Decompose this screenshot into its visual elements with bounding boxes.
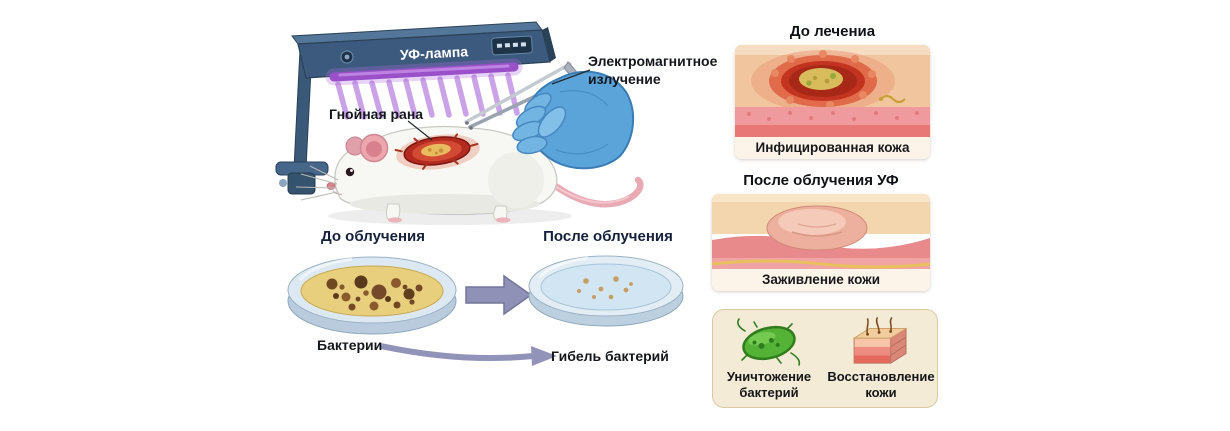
petri-dish-before <box>287 256 457 335</box>
transform-arrow <box>465 274 533 316</box>
skin-block-icon <box>852 317 908 365</box>
mouse-whiskers <box>295 165 339 201</box>
bacterium-icon <box>737 318 801 366</box>
petri-after-title: После облучения <box>543 228 673 245</box>
lamp-stand <box>275 49 329 195</box>
petri-dish-after <box>528 255 684 327</box>
legend-skin-label: Восстановление кожи <box>827 369 935 401</box>
lamp-grille <box>491 35 533 56</box>
fat-layer-line <box>712 259 930 269</box>
pus-center <box>799 68 843 90</box>
surviving-colonies <box>577 276 633 300</box>
skin-after-title: После облучения УФ <box>743 172 899 189</box>
skin-before-panel: Инфицированная кожа <box>735 45 930 159</box>
mouse-head <box>295 133 389 201</box>
dermis-texture <box>747 111 919 121</box>
parasite-squiggle <box>880 95 906 103</box>
gloved-hand <box>512 70 635 170</box>
bacteria-death-arrow <box>380 343 557 366</box>
mouse-eye <box>345 167 355 177</box>
pointer-lines <box>407 69 591 141</box>
legend-bacteria: Уничтожение бактерий <box>713 317 825 407</box>
inflammation-bumps <box>771 50 876 109</box>
healing-skin-illustration <box>712 194 930 271</box>
petri-before-title: До облучения <box>320 228 425 245</box>
skin-after-caption: Заживление кожи <box>712 269 930 291</box>
legend-skin: Восстановление кожи <box>825 317 937 407</box>
experiment-illustration <box>275 21 684 366</box>
skin-before-title: До лечениа <box>789 23 876 40</box>
wound-label: Гнойная рана <box>329 106 424 122</box>
legend-panel: Уничтожение бактерий <box>712 309 938 408</box>
uv-tube <box>325 58 523 86</box>
wound-pointer-line <box>407 120 433 141</box>
skin-after-panel: Заживление кожи <box>712 194 930 291</box>
bacteria-colonies <box>326 275 423 311</box>
radiation-pointer-line <box>551 69 591 85</box>
purulent-wound <box>394 133 479 170</box>
bacteria-label: Бактерии <box>317 337 383 353</box>
mouse <box>295 125 644 223</box>
radiation-label: Электромагнитное излучение <box>588 53 718 88</box>
legend-bacteria-label: Уничтожение бактерий <box>726 369 812 401</box>
mouse-legs <box>386 203 511 223</box>
infected-skin-illustration <box>735 45 930 137</box>
bacteria-death-label: Гибель бактерий <box>551 348 669 364</box>
skin-before-caption: Инфицированная кожа <box>735 137 930 159</box>
